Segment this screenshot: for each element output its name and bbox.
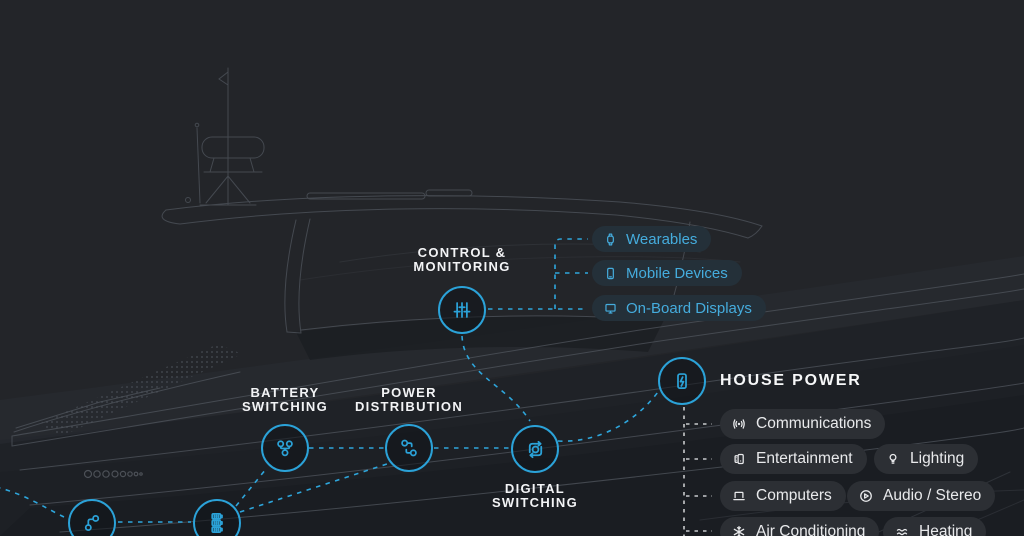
snowflake-icon: [733, 525, 745, 536]
porthole-dots: [83, 469, 143, 479]
pill-lighting: Lighting: [874, 444, 979, 474]
battery-splitter-icon: [277, 440, 293, 457]
laptop-icon: [733, 491, 745, 501]
pill-label: Heating: [919, 523, 973, 536]
battery-bolt-icon: [677, 373, 687, 390]
pill-communications: Communications: [720, 409, 886, 439]
digital-switching-node: [511, 425, 559, 473]
watch-icon: [607, 233, 614, 245]
batteries-node: [193, 499, 241, 536]
pill-label: Communications: [756, 415, 872, 432]
sliders-icon: [453, 302, 471, 318]
battery-stack-icon: [211, 513, 223, 533]
house-power-node: [658, 357, 706, 405]
pill-heating: Heating: [883, 517, 987, 536]
control-monitoring-label: CONTROL &MONITORING: [413, 245, 511, 274]
engine-node: [68, 499, 116, 536]
control-monitoring-node: [438, 286, 486, 334]
battery-switching-node: [261, 424, 309, 472]
pill-label: Mobile Devices: [626, 264, 728, 282]
branch-icon: [84, 514, 100, 532]
monitor-icon: [605, 303, 616, 314]
pill-label: Air Conditioning: [756, 523, 866, 536]
pill-label: Entertainment: [756, 450, 853, 467]
pill-label: Lighting: [910, 450, 965, 467]
pill-audio-stereo: Audio / Stereo: [847, 481, 996, 511]
speaker-phone-icon: [734, 453, 744, 465]
route-icon: [401, 439, 417, 457]
lightbulb-icon: [889, 453, 897, 464]
pill-wearables: Wearables: [592, 226, 712, 252]
house-power-label: HOUSE POWER: [720, 372, 862, 389]
pill-air-conditioning: Air Conditioning: [720, 517, 880, 536]
smartphone-icon: [607, 267, 614, 279]
pill-computers: Computers: [720, 481, 846, 511]
pill-mobile-devices: Mobile Devices: [592, 260, 742, 286]
power-distribution-node: [385, 424, 433, 472]
pill-entertainment: Entertainment: [720, 444, 867, 474]
sync-loop-icon: [528, 440, 542, 458]
pill-onboard-displays: On-Board Displays: [592, 295, 766, 321]
pill-label: Audio / Stereo: [883, 487, 982, 504]
pill-label: Computers: [756, 487, 832, 504]
play-circle-icon: [860, 490, 872, 502]
broadcast-icon: [733, 419, 745, 429]
heat-waves-icon: [896, 528, 908, 536]
pill-label: On-Board Displays: [626, 299, 752, 317]
pill-label: Wearables: [626, 230, 698, 248]
